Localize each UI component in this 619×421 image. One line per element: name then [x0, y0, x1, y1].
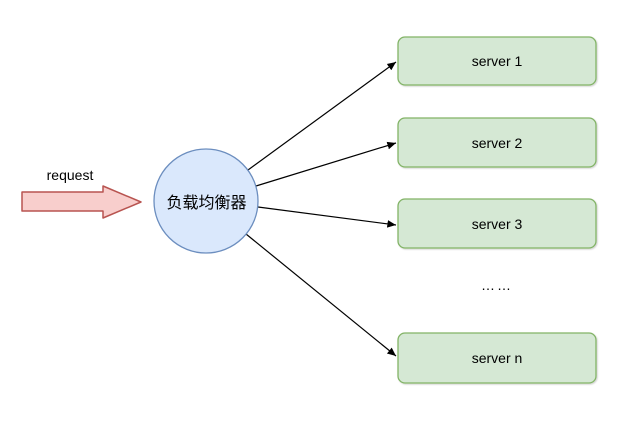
load-balancer-shape	[153, 148, 259, 254]
connector-to-server-1	[247, 61, 397, 171]
request-arrow-shape	[21, 185, 142, 219]
server-2-box	[397, 117, 597, 168]
connector-to-server-3	[257, 206, 397, 228]
connector-to-server-2	[255, 141, 397, 187]
server-3-box	[397, 198, 597, 249]
server-n-box	[397, 332, 597, 384]
server-1-box	[397, 36, 597, 86]
connector-to-server-n	[245, 233, 397, 357]
